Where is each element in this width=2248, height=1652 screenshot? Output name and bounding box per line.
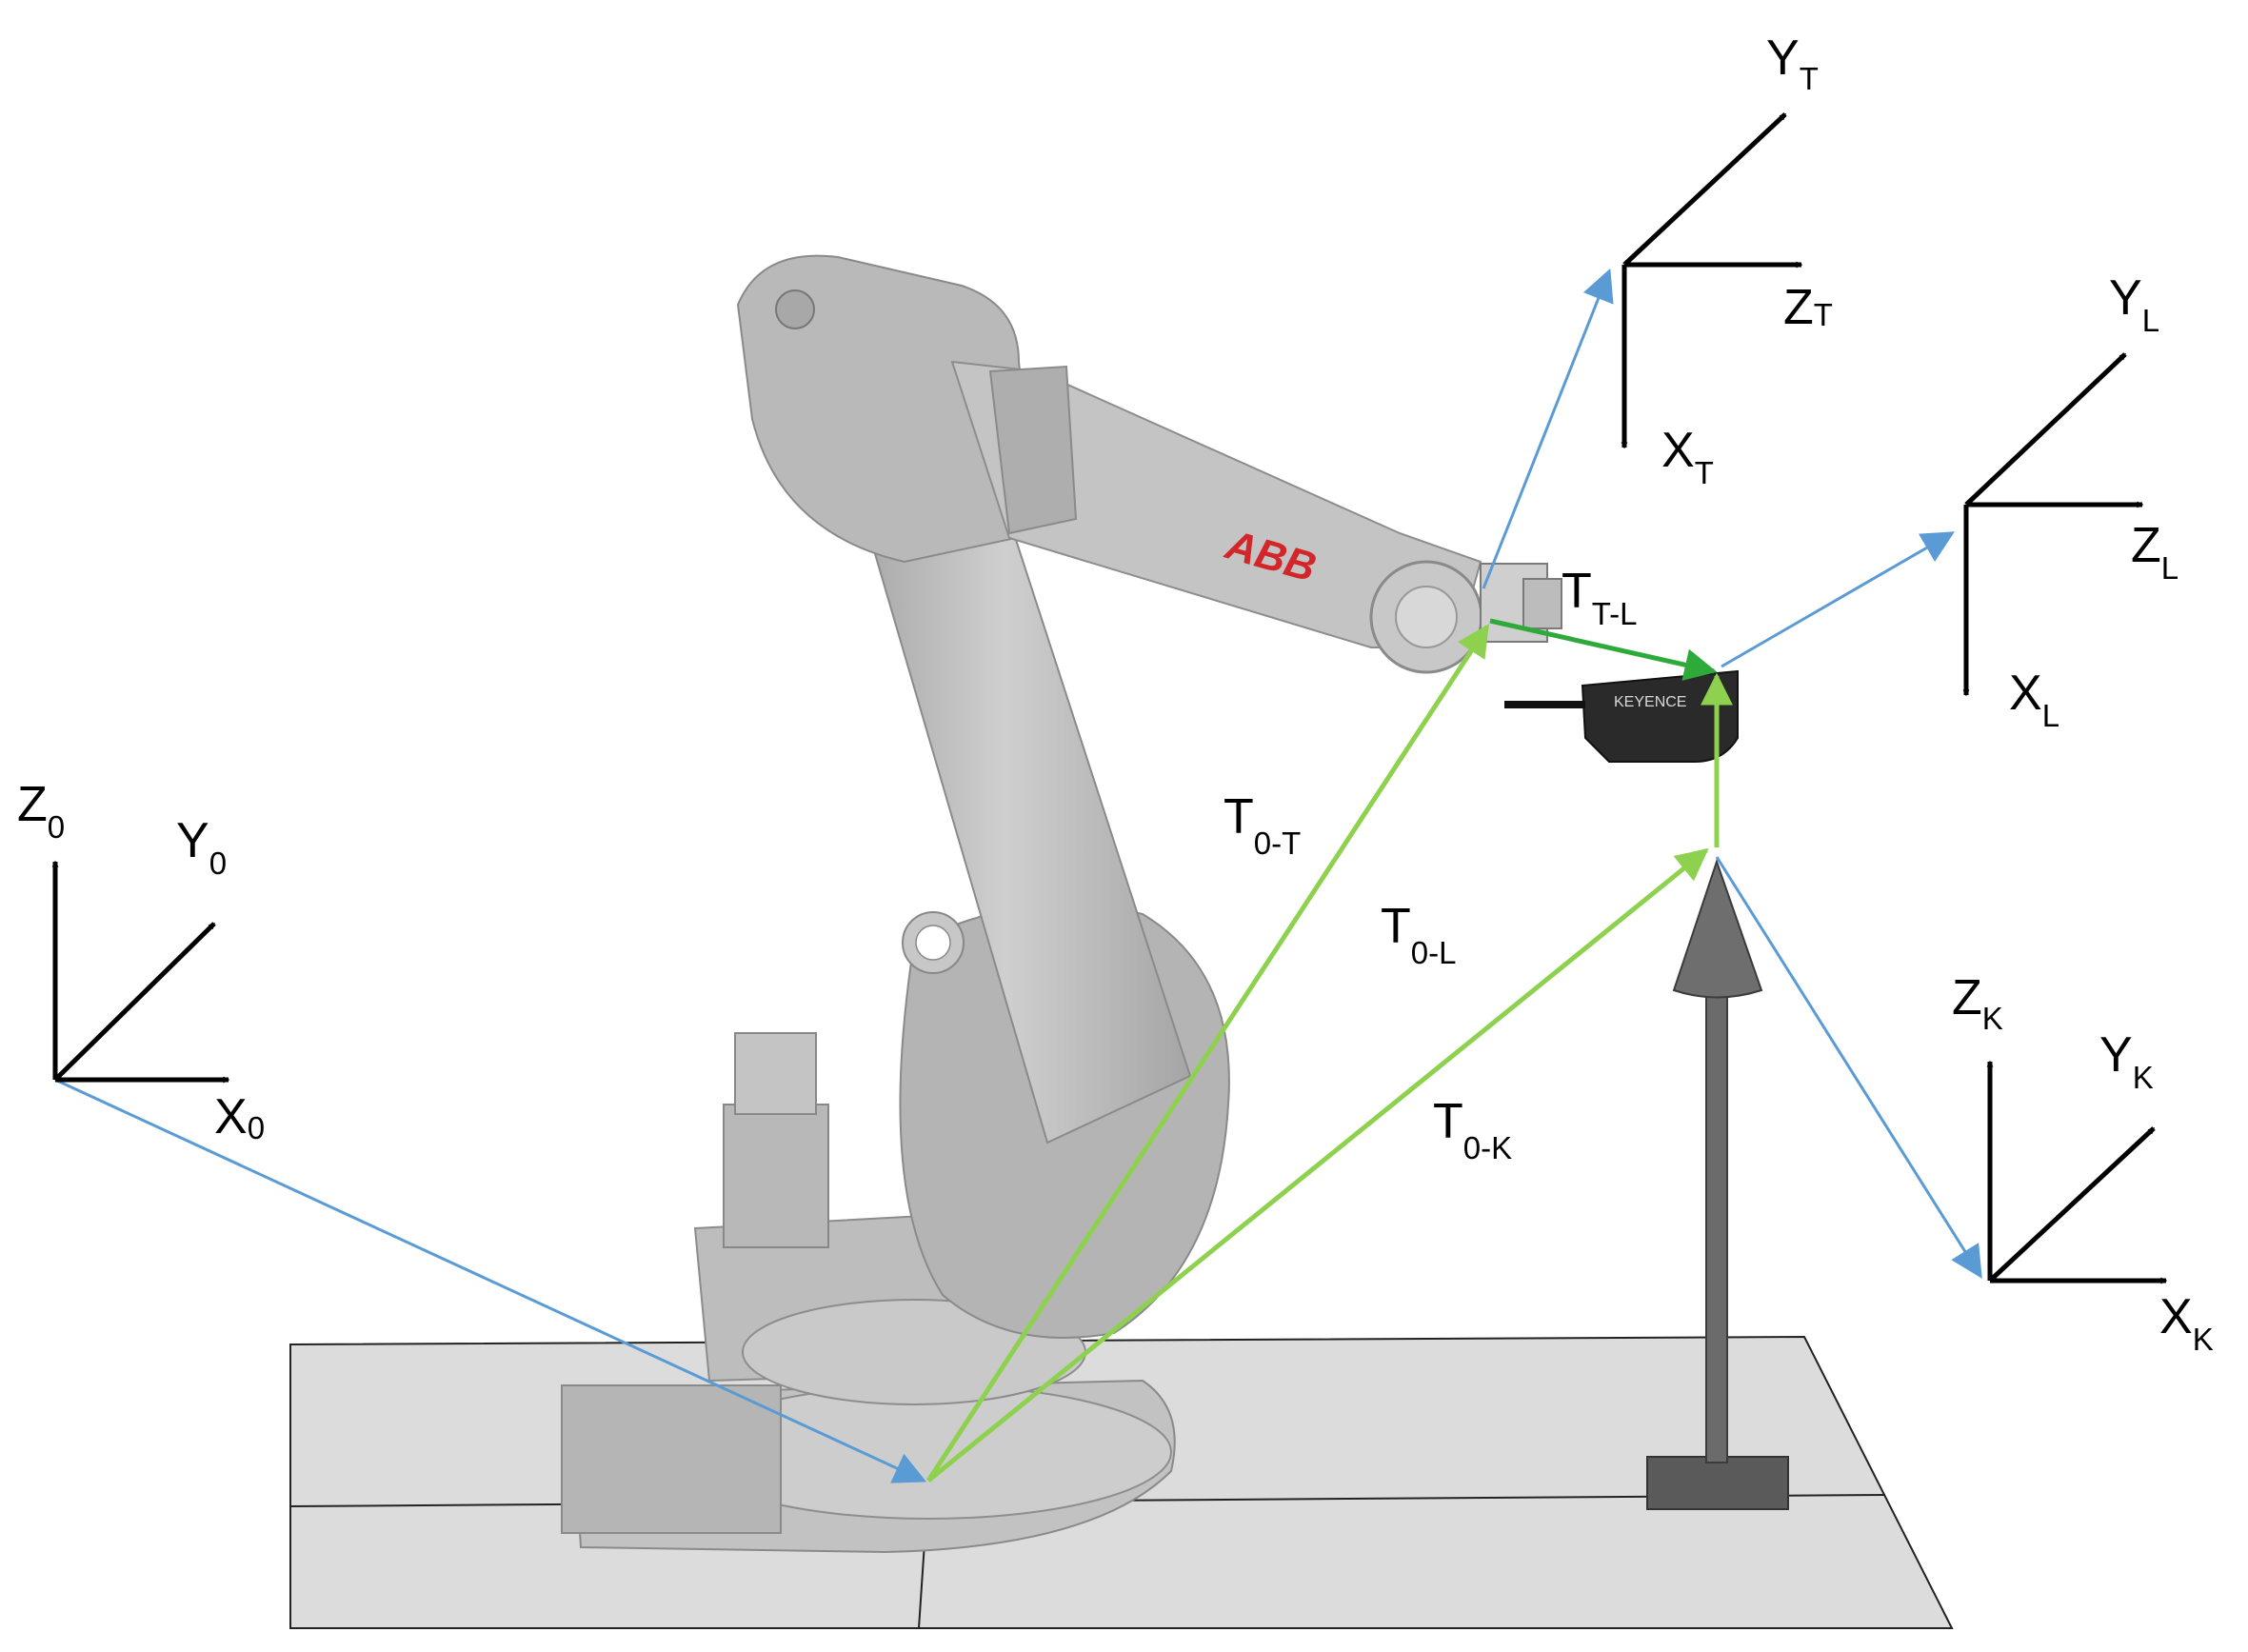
tool-y-label: YT: [1766, 30, 1819, 96]
cone-target-stand: [1646, 858, 1789, 1510]
blue-vector-sensor-to-laser-frame: [1721, 531, 1955, 668]
blue-vector-flange-to-tool-frame: [1482, 268, 1614, 589]
transform-labels: TT-L T0-T T0-L T0-K: [1223, 564, 1637, 1165]
cone-y-label: YK: [2099, 1027, 2154, 1095]
green-vector-t-0-k: [926, 847, 1709, 1483]
label-t-0-t: T0-T: [1223, 789, 1301, 861]
tool-x-label: XT: [1661, 423, 1714, 490]
robot-arm: ABB: [561, 254, 1562, 1554]
base-x-label: X0: [214, 1089, 265, 1145]
laser-sensor: KEYENCE: [1504, 669, 1739, 763]
tool-z-label: ZT: [1783, 280, 1833, 335]
base-z-label: Z0: [17, 777, 65, 845]
green-vector-t-t-l: [1489, 618, 1718, 681]
laser-z-label: ZL: [2131, 518, 2178, 586]
sensor-brand-label: KEYENCE: [1614, 694, 1686, 710]
transform-vectors: [54, 268, 1982, 1483]
green-vector-t-0-t: [925, 624, 1490, 1483]
cone-coordinate-frame: ZK YK XK: [1952, 970, 2214, 1357]
cone-x-label: XK: [2159, 1289, 2214, 1357]
label-t-t-l: TT-L: [1562, 564, 1637, 631]
cone-z-label: ZK: [1952, 970, 2003, 1036]
base-y-label: Y0: [176, 813, 227, 881]
base-coordinate-frame: Z0 Y0 X0: [17, 777, 265, 1145]
laser-coordinate-frame: YL ZL XL: [1962, 270, 2178, 733]
label-t-0-l: T0-L: [1381, 899, 1456, 970]
blue-vector-cone-to-cone-frame: [1715, 856, 1982, 1279]
label-t-0-k: T0-K: [1433, 1094, 1512, 1165]
tool-coordinate-frame: YT ZT XT: [1621, 30, 1833, 490]
laser-x-label: XL: [2009, 666, 2059, 733]
blue-vector-base-to-robot: [54, 1078, 927, 1483]
laser-y-label: YL: [2109, 270, 2159, 338]
